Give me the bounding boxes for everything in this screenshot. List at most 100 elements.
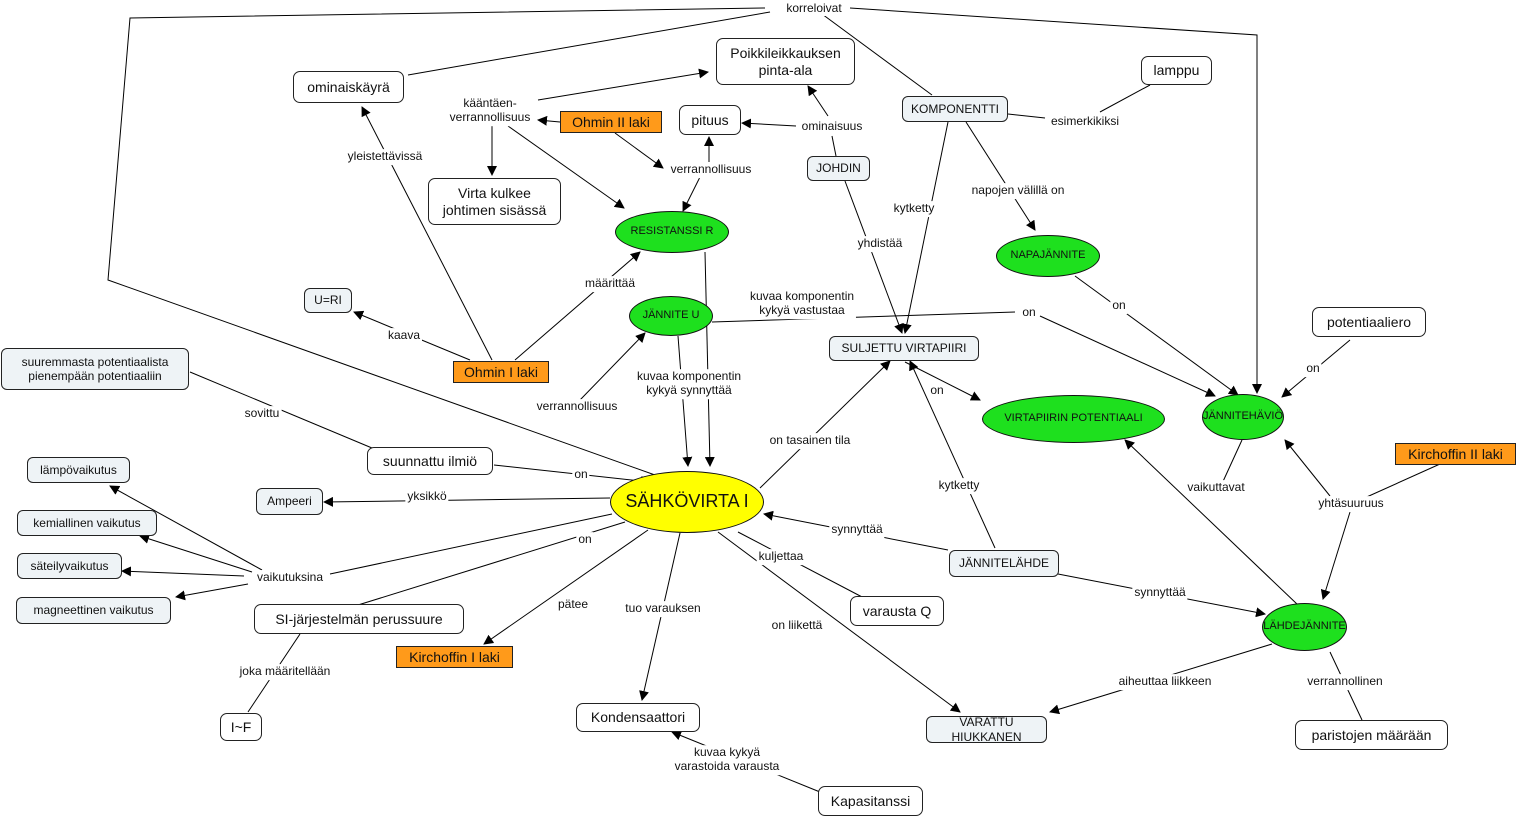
varausta-q-node[interactable]: varausta Q <box>850 596 944 626</box>
sateilyvaikutus-node[interactable]: säteilyvaikutus <box>17 553 122 579</box>
edge-sahkovirta-vaikutuksina <box>329 513 613 575</box>
label-on-potentiaaliero: on <box>1304 361 1322 377</box>
edge-ominaiskayra-korreloivat <box>407 11 771 76</box>
label-synnyttaa-virta: synnyttää <box>829 522 885 538</box>
label-yksikko: yksikkö <box>405 489 449 505</box>
sahkovirta-node[interactable]: SÄHKÖVIRTA I <box>610 471 764 533</box>
label-patee: pätee <box>555 597 591 613</box>
edge-jannite-sahkovirta <box>677 335 693 467</box>
edge-jannitehavio-vaikuttavat <box>1219 439 1243 489</box>
varattu-hiukkanen-node[interactable]: VARATTU HIUKKANEN <box>926 715 1047 744</box>
lamppu-node[interactable]: lamppu <box>1141 56 1212 85</box>
label-kuvaa-kykya: kuvaa kykyä varastoida varausta <box>672 745 782 775</box>
paristojen-maaraan-node[interactable]: paristojen määrään <box>1295 720 1448 750</box>
edge-kirchhoff2-yhtasuuruus <box>1359 463 1441 501</box>
jannitehavio-node[interactable]: JÄNNITEHÄVIÖ <box>1202 394 1284 440</box>
label-kaava: kaava <box>385 328 423 344</box>
label-yleistettavissa: yleistettävissä <box>345 149 425 165</box>
label-kytketty-top: kytketty <box>891 201 937 217</box>
potentiaaliero-node[interactable]: potentiaaliero <box>1312 307 1426 337</box>
ampeeri-node[interactable]: Ampeeri <box>256 488 323 515</box>
edge-kaantaen-resistanssi <box>507 125 625 209</box>
ominaiskayra-node[interactable]: ominaiskäyrä <box>293 71 404 103</box>
edge-ominaisuus-poikkileikkaus <box>807 85 829 117</box>
i-f-node[interactable]: I~F <box>220 713 262 741</box>
edge-jannitelahde-suljettu <box>909 360 996 549</box>
resistanssi-node[interactable]: RESISTANSSI R <box>615 211 729 253</box>
suuremmasta-potentiaalista-node[interactable]: suuremmasta potentiaalista pienempään po… <box>1 348 189 390</box>
label-on-suunnattu: on <box>572 467 590 483</box>
label-verrannollisuus-top: verrannollisuus <box>668 162 754 178</box>
kondensaattori-node[interactable]: Kondensaattori <box>576 703 700 732</box>
label-vaikutuksina: vaikutuksina <box>254 570 326 586</box>
label-verrannollisuus-u: verrannollisuus <box>534 399 620 415</box>
edge-resistanssi-sahkovirta <box>704 251 715 467</box>
edge-yhtasuuruus-lahdejannite <box>1320 511 1351 600</box>
magneettinen-vaikutus-node[interactable]: magneettinen vaikutus <box>16 597 171 624</box>
label-vaikuttavat: vaikuttavat <box>1185 480 1247 496</box>
edge-vaikutuksina-magneettinen <box>175 583 249 601</box>
virta-kulkee-node[interactable]: Virta kulkee johtimen sisässä <box>428 178 561 225</box>
label-on-si: on <box>576 532 594 548</box>
johdin-node[interactable]: JOHDIN <box>807 156 870 181</box>
lahdejannite-node[interactable]: LÄHDEJÄNNITE <box>1262 603 1347 651</box>
kirchhoffin-ii-laki-node[interactable]: Kirchoffin II laki <box>1395 443 1516 465</box>
label-kaantaen-verrannollisuus: kääntäen- verrannollisuus <box>447 96 533 126</box>
label-napojen-valilla-on: napojen välillä on <box>969 183 1067 199</box>
edge-ohmin2-kaantaen <box>537 115 561 126</box>
edge-lahdejannite-virtapiirin-pot <box>1124 439 1299 606</box>
ohmin-ii-laki-node[interactable]: Ohmin II laki <box>560 111 662 133</box>
label-on-suljettu: on <box>928 383 946 399</box>
edge-sahkovirta-ampeeri <box>323 496 611 507</box>
kirchhoffin-i-laki-node[interactable]: Kirchoffin I laki <box>396 646 513 668</box>
kemiallinen-vaikutus-node[interactable]: kemiallinen vaikutus <box>17 510 157 536</box>
edge-vaikutuksina-sateily <box>121 566 245 577</box>
edge-sahkovirta-suljettu <box>759 360 891 489</box>
edge-on-jannitehavio <box>1039 315 1216 397</box>
napajannite-node[interactable]: NAPAJÄNNITE <box>996 235 1100 277</box>
jannite-node[interactable]: JÄNNITE U <box>629 296 713 336</box>
label-yhtasuuruus: yhtäsuuruus <box>1316 496 1386 512</box>
label-esimerkiksi: esimerkikiksi <box>1048 114 1122 130</box>
suljettu-virtapiiri-node[interactable]: SULJETTU VIRTAPIIRI <box>829 336 979 361</box>
edge-korreloivat-jannitehavio <box>849 7 1262 394</box>
label-kuvaa-synnyttaa: kuvaa komponentin kykyä synnyttää <box>634 369 744 399</box>
suunnattu-ilmio-node[interactable]: suunnattu ilmiö <box>367 447 493 475</box>
edge-sahkovirta-jannite <box>579 332 646 401</box>
edge-ohmin2-verrannollisuus <box>614 132 664 169</box>
edge-kaantaen-poikkileikkaus <box>537 68 709 101</box>
edge-napajannite-jannitehavio <box>1074 275 1239 396</box>
edge-vaikutuksina-lampo <box>109 485 263 571</box>
lampovaikutus-node[interactable]: lämpövaikutus <box>27 457 130 483</box>
edge-sahkovirta-korreloivat <box>107 7 766 476</box>
edge-ohmin1-ominaiskayra <box>361 106 493 361</box>
label-ominaisuus: ominaisuus <box>799 119 865 135</box>
jannitelahde-node[interactable]: JÄNNITELÄHDE <box>949 550 1059 577</box>
u-ri-node[interactable]: U=RI <box>304 288 352 313</box>
edge-ohmin1-resistanssi <box>514 251 641 361</box>
edge-esimerkiksi-lamppu <box>1099 84 1151 113</box>
label-kytketty-lahde: kytketty <box>936 478 982 494</box>
label-on-liiketta: on liikettä <box>769 618 825 634</box>
edge-vaikutuksina-kemiallinen <box>139 533 253 573</box>
virtapiirin-potentiaali-node[interactable]: VIRTAPIIRIN POTENTIAALI <box>982 395 1165 443</box>
edge-ominaisuus-pituus <box>741 118 797 129</box>
label-kuvaa-vastustaa: kuvaa komponentin kykyä vastustaa <box>747 289 857 319</box>
edge-komponentti-napajannite <box>965 121 1036 231</box>
edge-komponentti-korreloivat <box>821 13 933 96</box>
edge-komponentti-esimerkiksi <box>1007 113 1046 119</box>
komponentti-node[interactable]: KOMPONENTTI <box>902 96 1008 122</box>
ohmin-i-laki-node[interactable]: Ohmin I laki <box>453 361 549 383</box>
korreloivat-label: korreloivat <box>778 0 850 16</box>
si-perussuure-node[interactable]: SI-järjestelmän perussuure <box>254 604 464 634</box>
pituus-node[interactable]: pituus <box>679 105 741 135</box>
label-sovittu: sovittu <box>242 406 282 422</box>
edge-johdin-suljettu <box>844 180 904 334</box>
label-on-jannite: on <box>1020 305 1038 321</box>
edge-johdin-ominaisuus <box>831 135 837 157</box>
label-synnyttaa-lahde: synnyttää <box>1132 585 1188 601</box>
kapasitanssi-node[interactable]: Kapasitanssi <box>818 786 923 816</box>
label-joka-maaritellaan: joka määritellään <box>237 664 333 680</box>
edge-komponentti-suljettu <box>901 121 949 334</box>
poikkileikkauksen-pinta-ala-node[interactable]: Poikkileikkauksen pinta-ala <box>716 38 855 85</box>
